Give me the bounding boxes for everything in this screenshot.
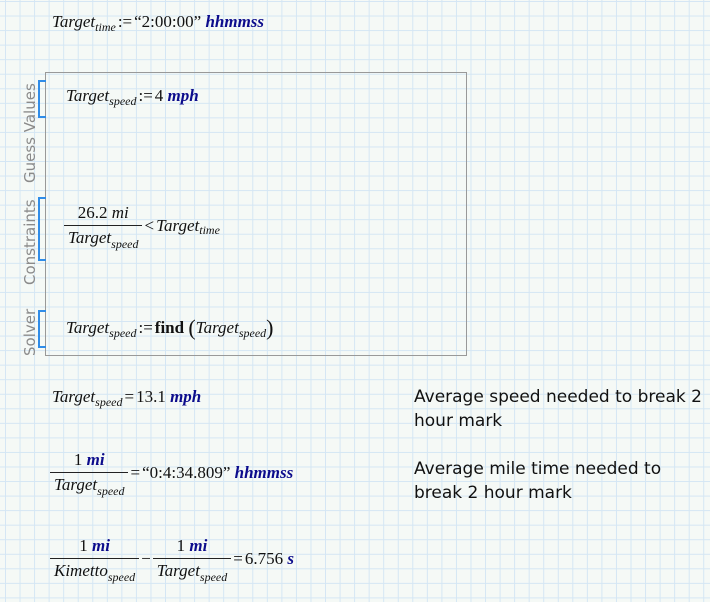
subscript: speed [199, 570, 228, 584]
var: Target [195, 318, 239, 337]
subscript: speed [95, 394, 123, 409]
numerator: 1 [73, 450, 83, 469]
label-constraints: Constraints [21, 199, 39, 285]
fraction: 1 mi Targetspeed [152, 536, 232, 584]
note-average-speed[interactable]: Average speed needed to break 2 hour mar… [414, 387, 702, 431]
operator: = [130, 462, 141, 482]
subscript: speed [109, 325, 137, 340]
unit: mph [170, 387, 202, 406]
subscript: speed [109, 93, 137, 108]
solver-bracket [38, 310, 46, 348]
value: 4 [154, 86, 164, 105]
var: Target [156, 215, 200, 235]
unit: mi [111, 203, 129, 222]
unit: mi [86, 450, 105, 469]
value: “2:00:00” [134, 12, 202, 31]
numerator: 1 [176, 536, 186, 555]
operator: < [144, 215, 155, 235]
var: Target [156, 561, 200, 580]
operator: := [117, 12, 133, 31]
fraction: 26.2 mi Targetspeed [64, 203, 143, 251]
unit: hhmmss [205, 12, 265, 31]
unit: hhmmss [234, 462, 294, 482]
value: 13.1 [136, 387, 166, 406]
unit: mph [167, 86, 199, 105]
unit: mi [189, 536, 208, 555]
unit: mi [91, 536, 110, 555]
note-average-mile-time[interactable]: Average mile time needed to break 2 hour… [414, 459, 662, 503]
var: Target [54, 475, 98, 494]
operator: := [138, 86, 153, 105]
operator: = [233, 548, 243, 568]
var: Target [66, 318, 110, 337]
var: Target [66, 86, 110, 105]
var: Target [52, 387, 96, 406]
operator: := [138, 318, 153, 337]
result-difference[interactable]: 1 mi Kimettospeed − 1 mi Targetspeed = 6… [50, 536, 294, 584]
numerator: 26.2 [77, 203, 108, 222]
paren: ) [266, 315, 274, 340]
operator: = [124, 387, 135, 406]
subscript: time [95, 19, 116, 34]
constraints-bracket [38, 197, 46, 261]
label-solver: Solver [21, 308, 39, 356]
value: 6.756 [244, 548, 284, 568]
unit: s [287, 548, 294, 568]
fraction: 1 mi Targetspeed [50, 450, 129, 498]
subscript: speed [97, 484, 125, 498]
subscript: speed [111, 237, 139, 251]
var: Target [52, 12, 96, 31]
solve-block[interactable] [45, 72, 467, 356]
subscript: speed [238, 325, 267, 340]
paren: ( [188, 315, 196, 340]
label-guess-values: Guess Values [21, 83, 39, 183]
operator: − [141, 548, 151, 568]
var: Kimetto [54, 561, 108, 580]
value: “0:4:34.809” [142, 462, 231, 482]
result-mile-time[interactable]: 1 mi Targetspeed = “0:4:34.809” hhmmss [50, 450, 294, 498]
subscript: speed [107, 570, 136, 584]
var: Target [68, 228, 112, 247]
subscript: time [199, 223, 220, 237]
guess-bracket [38, 80, 46, 118]
function-name: find [154, 318, 185, 337]
numerator: 1 [79, 536, 88, 555]
fraction: 1 mi Kimettospeed [50, 536, 140, 584]
